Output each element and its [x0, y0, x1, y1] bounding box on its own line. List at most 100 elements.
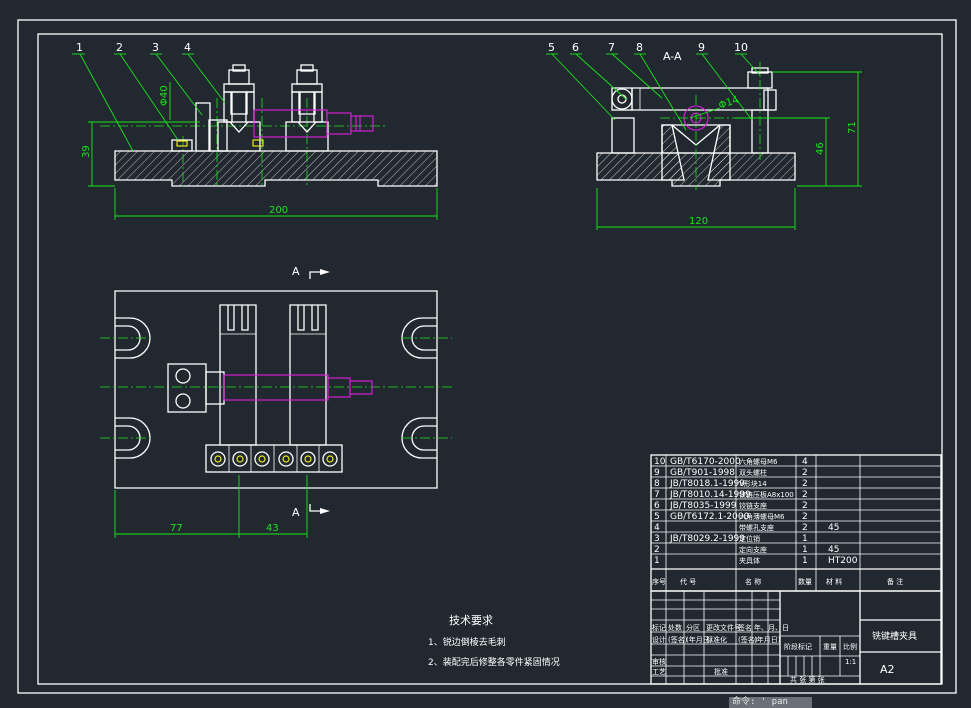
tb-label: (签名)	[668, 635, 688, 644]
technical-requirements: 技术要求 1、锐边倒棱去毛刺 2、装配完后修整各零件紧固情况	[428, 614, 560, 668]
dim-front-diameter: Φ40	[159, 85, 170, 106]
tb-label: 标准化	[706, 635, 727, 644]
bom-cell-material: 45	[828, 523, 839, 533]
plan-workpiece	[223, 374, 329, 401]
tb-sheets: 共 张 第 张	[790, 675, 825, 684]
bom-cell-no: 5	[654, 512, 660, 522]
bom-header-remark: 备 注	[887, 577, 903, 586]
tb-label: 分区	[686, 623, 700, 632]
bom-cell-qty: 2	[802, 490, 808, 500]
bom-cell-name: 双头螺柱	[739, 468, 767, 477]
tb-stage-label: 比例	[843, 642, 857, 651]
tb-approve: 批准	[714, 667, 728, 676]
tb-label: 签名	[738, 623, 752, 632]
section-mark-bottom: A	[292, 506, 300, 519]
bom-cell-material: HT200	[828, 556, 858, 566]
callout-1: 1	[76, 41, 83, 54]
title-block: 铣键槽夹具 A2 标记处数分区更改文件号签名年、月、日设计(签名)(年月日)标准…	[650, 590, 942, 685]
tb-label: (年月日)	[754, 635, 781, 644]
tb-label: 年、月、日	[754, 623, 789, 632]
bom-cell-no: 9	[654, 468, 660, 478]
bom-cell-code: JB/T8035-1999	[669, 501, 737, 511]
tech-req-title: 技术要求	[449, 614, 493, 627]
bom-cell-qty: 2	[802, 523, 808, 533]
dim-side-height-total: 71	[847, 121, 858, 134]
callout-3: 3	[152, 41, 159, 54]
sheet-size: A2	[880, 663, 895, 676]
tb-label: 设计	[652, 635, 666, 644]
side-view-section: A-A 5	[546, 41, 862, 230]
bom-cell-qty: 1	[802, 545, 808, 555]
bom-cell-qty: 2	[802, 479, 808, 489]
bom-cell-material: 45	[828, 545, 839, 555]
tb-label: 处数	[668, 623, 682, 632]
bom-cell-name: 六角薄螺母M6	[739, 512, 785, 521]
bom-cell-name: 铰链支座	[739, 501, 767, 510]
bom-cell-qty: 2	[802, 468, 808, 478]
tech-req-item-2: 2、装配完后修整各零件紧固情况	[428, 656, 560, 668]
plan-nut-strip	[205, 444, 343, 473]
bom-cell-name: 带螺孔支座	[739, 523, 774, 532]
callout-6: 6	[572, 41, 579, 54]
front-clamp-left	[217, 64, 261, 152]
bom-cell-no: 10	[654, 457, 666, 467]
bom-cell-no: 2	[654, 545, 660, 555]
inner-frame	[37, 33, 943, 685]
bom-cell-code: GB/T6170-2000	[670, 457, 741, 467]
tb-stage-label: 重量	[823, 643, 837, 651]
bom-cell-no: 8	[654, 479, 660, 489]
bom-cell-qty: 4	[802, 457, 808, 467]
tb-label: (签名)	[738, 635, 758, 644]
bom-cell-code: GB/T901-1998	[670, 468, 735, 478]
bom-cell-qty: 1	[802, 556, 808, 566]
front-clamp-right	[285, 64, 329, 152]
section-title: A-A	[663, 50, 682, 63]
bom-cell-no: 7	[654, 490, 660, 500]
bom-cell-code: JB/T8010.14-1999	[669, 490, 751, 500]
dim-side-width: 120	[689, 216, 708, 227]
tb-process: 工艺	[652, 668, 666, 676]
tb-review: 审核	[652, 657, 666, 666]
bom-cell-qty: 2	[802, 512, 808, 522]
dim-plan-right: 43	[266, 523, 279, 534]
plan-view: A A	[100, 265, 452, 538]
callout-7: 7	[608, 41, 615, 54]
bom-header-qty: 数量	[798, 577, 812, 586]
bom-cell-name: V形块14	[739, 479, 767, 488]
dim-side-height-inner: 46	[815, 142, 826, 155]
bom-header-code: 代 号	[680, 577, 696, 586]
tb-stage-label: 阶段标记	[784, 642, 812, 651]
bom-header-name: 名 称	[745, 577, 761, 586]
tb-label: 标记	[652, 623, 666, 632]
tb-label: (年月日)	[686, 635, 713, 644]
front-workpiece	[253, 109, 328, 138]
bom-cell-code: GB/T6172.1-2000	[670, 512, 750, 522]
bom-cell-name: 夹具体	[739, 556, 760, 565]
outer-frame	[17, 19, 957, 694]
dim-plan-left: 77	[170, 523, 183, 534]
bom-cell-no: 3	[654, 534, 660, 544]
bom-cell-name: 定向支座	[739, 545, 767, 554]
tb-label: 更改文件号	[706, 623, 741, 632]
bom-cell-code: JB/T8029.2-1999	[669, 534, 745, 544]
bom-header-material: 材 料	[826, 577, 842, 586]
bom-cell-name: 铰链压板A8x100	[739, 490, 794, 499]
bom-header-no: 序号	[652, 577, 666, 586]
bom-cell-qty: 1	[802, 534, 808, 544]
callout-10: 10	[734, 41, 748, 54]
front-base-body	[114, 150, 438, 187]
dim-side-diameter: Φ14	[717, 94, 740, 111]
dim-front-width: 200	[269, 205, 288, 216]
tech-req-item-1: 1、锐边倒棱去毛刺	[428, 636, 506, 648]
bom-cell-name: 定位销	[739, 534, 760, 543]
callout-9: 9	[698, 41, 705, 54]
callout-5: 5	[548, 41, 555, 54]
plan-base-outline	[114, 290, 438, 489]
command-line[interactable]: 命令: ' pan	[729, 697, 812, 708]
tb-scale: 1:1	[845, 658, 856, 666]
bom-cell-no: 1	[654, 556, 660, 566]
callout-4: 4	[184, 41, 191, 54]
drawing-name: 铣键槽夹具	[872, 630, 917, 642]
